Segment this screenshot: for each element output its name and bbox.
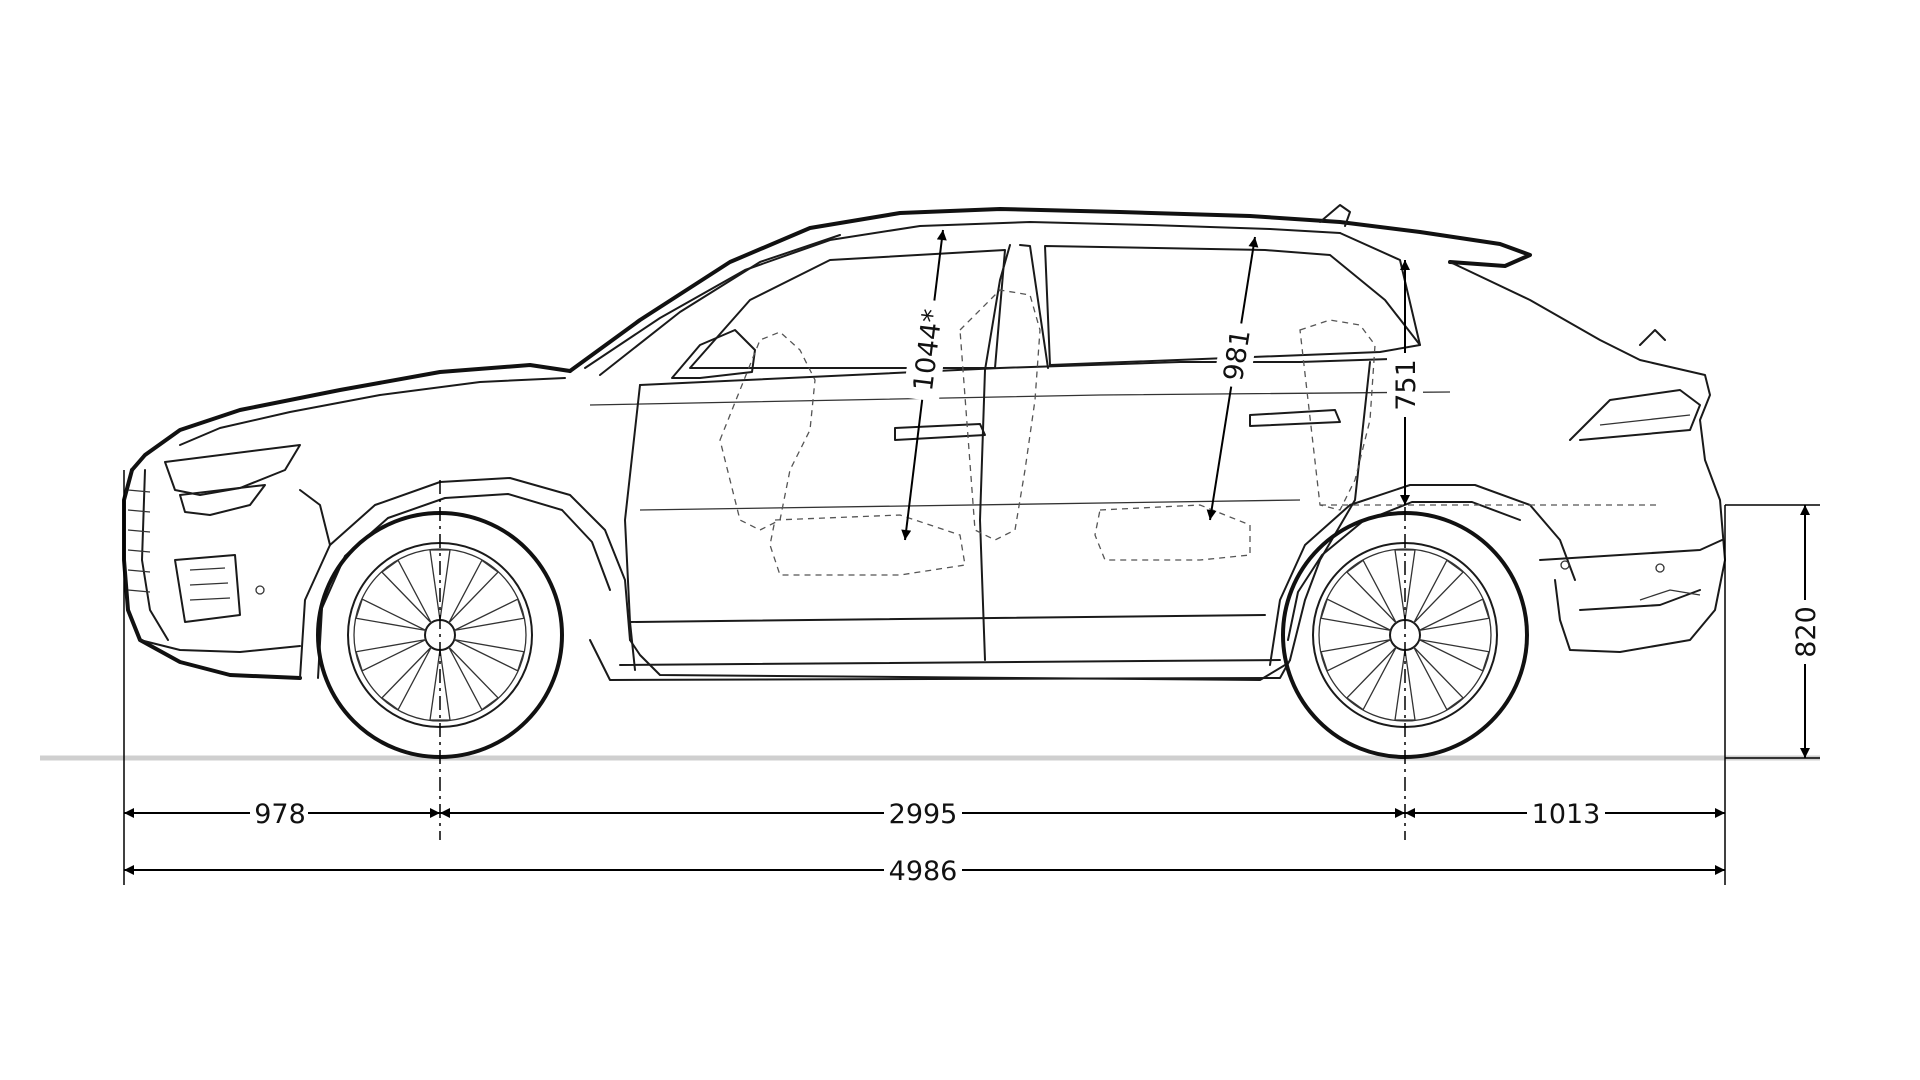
wheelbase-dimension: 2995: [440, 796, 1405, 830]
front-overhang-dimension: 978: [124, 796, 440, 830]
overall-length-dimension: 4986: [124, 853, 1725, 887]
overall-length-label: 4986: [889, 856, 958, 887]
rear-overhang-label: 1013: [1532, 799, 1601, 830]
loading-sill-dimension: 820: [1787, 505, 1823, 758]
boot-height-dimension: 751: [1387, 260, 1423, 505]
wheel-centerlines: [439, 480, 1406, 840]
loading-sill-label: 820: [1791, 606, 1822, 658]
interior-seats: [719, 289, 1660, 576]
front-headroom-dimension: 1044*: [901, 229, 951, 541]
wheelbase-label: 2995: [889, 799, 958, 830]
boot-height-label: 751: [1391, 359, 1422, 411]
car-outline: [122, 204, 1726, 681]
rear-headroom-dimension: 981: [1206, 236, 1259, 521]
rear-overhang-dimension: 1013: [1405, 796, 1725, 830]
front-overhang-label: 978: [254, 799, 306, 830]
